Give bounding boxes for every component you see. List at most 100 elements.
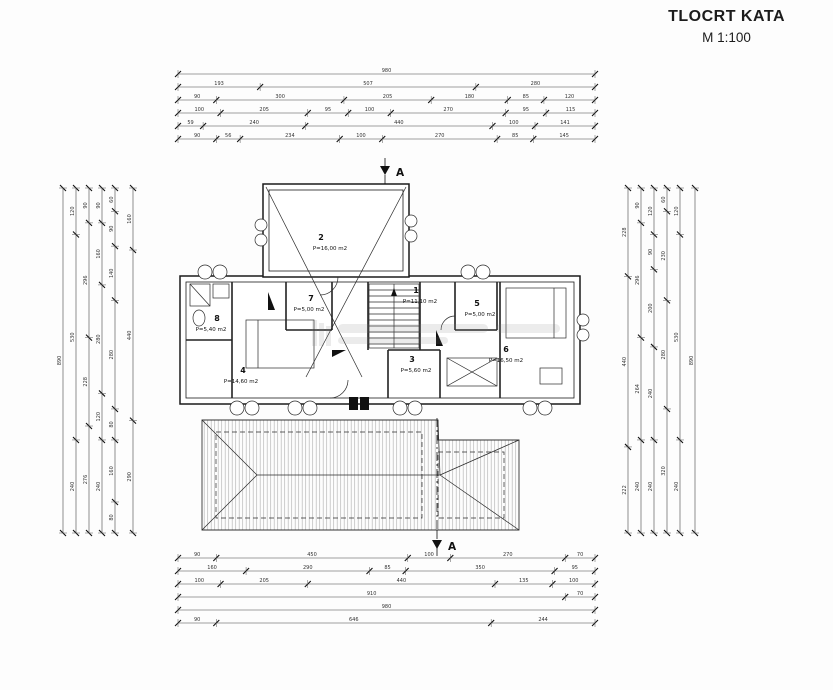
dimension-label: 80 bbox=[109, 421, 115, 427]
dimension-label: 240 bbox=[635, 482, 641, 492]
watermark bbox=[312, 320, 560, 346]
watermark-bar bbox=[319, 323, 324, 346]
dimension-label: 70 bbox=[577, 552, 583, 558]
wall-bump bbox=[537, 400, 553, 416]
wall-bump bbox=[404, 214, 418, 228]
dimension-label: 264 bbox=[635, 384, 641, 394]
wall-bump bbox=[404, 229, 418, 243]
wall-bump bbox=[212, 264, 228, 280]
dimension-label: 60 bbox=[109, 196, 115, 202]
dimension-label: 59 bbox=[187, 120, 193, 126]
watermark-text-bar bbox=[338, 337, 448, 344]
dimension-label: 120 bbox=[96, 412, 102, 422]
dimension-label: 280 bbox=[109, 350, 115, 360]
dormer-outer-wall bbox=[262, 183, 410, 278]
dimension-label: 95 bbox=[523, 107, 529, 113]
dimension-label: 270 bbox=[435, 133, 445, 139]
wall-bump bbox=[407, 400, 423, 416]
wall-bump bbox=[475, 264, 491, 280]
dimension-label: 440 bbox=[397, 578, 407, 584]
dimension-label: 200 bbox=[648, 303, 654, 313]
dimension-label: 890 bbox=[57, 356, 63, 366]
roof-hip-line bbox=[201, 419, 258, 476]
dimension-label: 234 bbox=[285, 133, 295, 139]
section-marker-top: A bbox=[380, 158, 405, 186]
roof-plan bbox=[201, 418, 520, 532]
section-arrow-icon bbox=[432, 540, 442, 549]
dimension-label: 530 bbox=[70, 332, 76, 342]
dimension-label: 100 bbox=[356, 133, 366, 139]
roof-diagonal bbox=[265, 186, 363, 378]
wall-bump bbox=[460, 264, 476, 280]
roof-diagonal bbox=[305, 186, 407, 378]
dimension-label: 980 bbox=[382, 68, 392, 74]
dimension-label: 100 bbox=[195, 107, 205, 113]
dimension-label: 222 bbox=[622, 485, 628, 495]
wall-bump bbox=[197, 264, 213, 280]
dimension-label: 530 bbox=[674, 332, 680, 342]
room-number: 6 bbox=[503, 345, 509, 354]
wall-bump bbox=[254, 233, 268, 247]
dimension-label: 100 bbox=[509, 120, 519, 126]
dimension-label: 205 bbox=[383, 94, 393, 100]
dimension-label: 450 bbox=[307, 552, 317, 558]
wall-bump bbox=[576, 328, 590, 342]
door-swing-arc bbox=[329, 379, 349, 399]
dimension-label: 85 bbox=[384, 565, 390, 571]
wall-bump bbox=[254, 218, 268, 232]
dimension-label: 296 bbox=[635, 275, 641, 285]
wall-bumps bbox=[197, 214, 590, 416]
room-area: P=16,00 m2 bbox=[313, 246, 347, 252]
dimension-label: 100 bbox=[569, 578, 579, 584]
dimension-label: 280 bbox=[531, 81, 541, 87]
bed bbox=[505, 287, 567, 339]
dimension-label: 240 bbox=[648, 389, 654, 399]
dimension-label: 240 bbox=[648, 482, 654, 492]
dimension-label: 90 bbox=[194, 133, 200, 139]
roof-wall-below-dashed bbox=[215, 431, 423, 519]
door-swing-arc bbox=[440, 315, 456, 331]
wall-bump bbox=[287, 400, 303, 416]
dimension-label: 440 bbox=[394, 120, 404, 126]
dimension-label: 230 bbox=[661, 251, 667, 261]
dimension-label: 180 bbox=[465, 94, 475, 100]
roof-projection-lines bbox=[265, 186, 407, 378]
dimension-label: 228 bbox=[622, 227, 628, 237]
dormer-inner-wall bbox=[268, 189, 404, 272]
wall-bump bbox=[522, 400, 538, 416]
dimension-label: 56 bbox=[225, 133, 231, 139]
dimension-label: 300 bbox=[275, 94, 285, 100]
stair-direction-arrow bbox=[391, 288, 397, 296]
dimension-label: 240 bbox=[674, 482, 680, 492]
room-area: P=5,60 m2 bbox=[401, 368, 432, 374]
dimension-label: 95 bbox=[572, 565, 578, 571]
roof-wall-below-dashed bbox=[437, 451, 505, 519]
dimension-label: 350 bbox=[475, 565, 485, 571]
exterior-walls bbox=[179, 183, 581, 405]
room-number: 2 bbox=[318, 233, 324, 242]
room-number: 1 bbox=[413, 286, 419, 295]
section-label: A bbox=[396, 167, 405, 179]
crossed-shaft-box bbox=[446, 357, 498, 387]
drawing-title: TLOCRT KATA bbox=[668, 8, 785, 25]
dimension-label: 646 bbox=[349, 617, 359, 623]
toilet bbox=[192, 309, 206, 327]
dimension-label: 85 bbox=[523, 94, 529, 100]
dimension-label: 910 bbox=[367, 591, 377, 597]
dimension-label: 205 bbox=[259, 107, 269, 113]
door-leaf bbox=[268, 292, 275, 310]
dimension-label: 100 bbox=[195, 578, 205, 584]
dimension-label: 90 bbox=[83, 202, 89, 208]
dimension-label: 90 bbox=[635, 202, 641, 208]
dimension-label: 141 bbox=[560, 120, 570, 126]
doors bbox=[268, 276, 456, 399]
watermark-bar bbox=[326, 326, 331, 346]
dimension-label: 160 bbox=[127, 214, 133, 224]
stairs bbox=[368, 283, 420, 349]
chimney bbox=[360, 397, 369, 410]
watermark-text-bar bbox=[338, 324, 488, 333]
table bbox=[539, 367, 563, 385]
